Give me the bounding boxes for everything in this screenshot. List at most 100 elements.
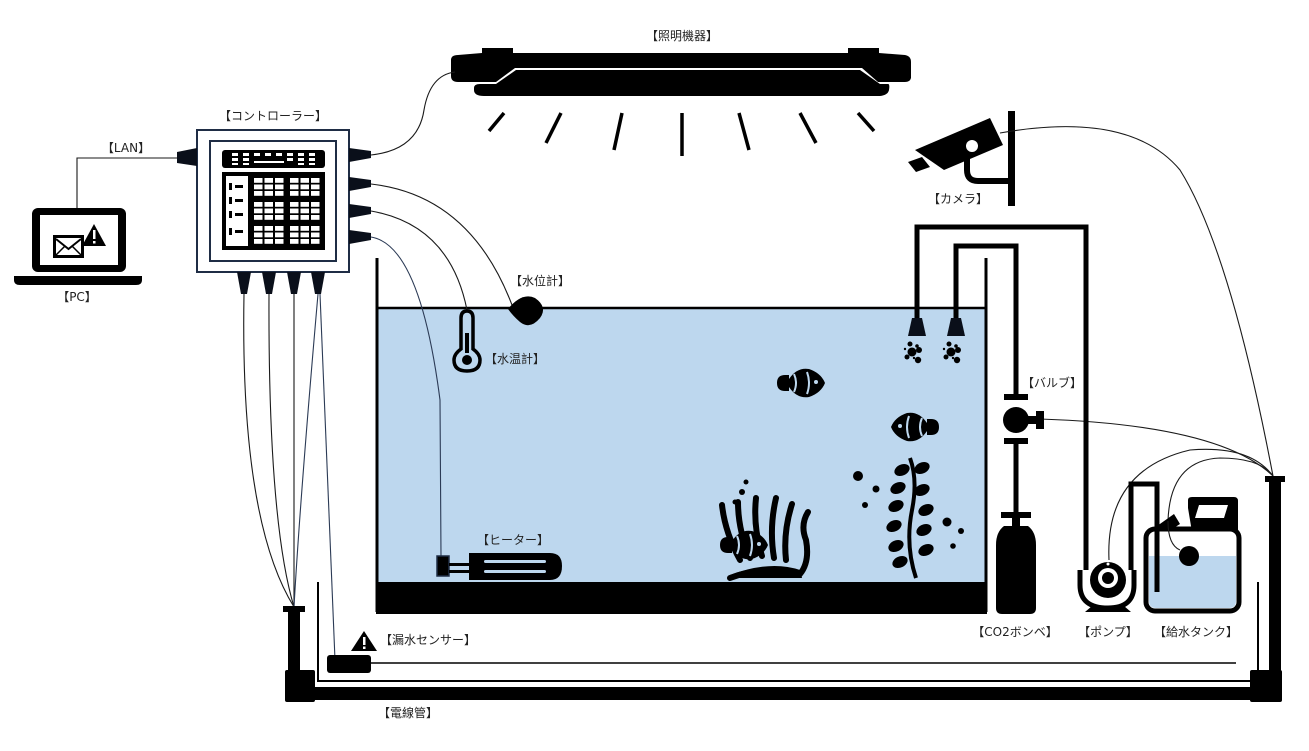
bubble: [732, 499, 738, 505]
bubble: [954, 344, 958, 348]
camera-arm: [964, 158, 1010, 184]
leak-sensor: 【漏水センサー】: [327, 631, 1236, 673]
mail-alert-icon: [53, 224, 106, 258]
wire-to-water-level: [370, 183, 513, 306]
wire-camera-to-conduit: [999, 126, 1274, 477]
conduit-right-riser: [1269, 482, 1281, 692]
warning-dot: [363, 646, 366, 649]
security-camera: 【カメラ】: [908, 111, 1015, 206]
conduit-right-cap: [1265, 476, 1285, 482]
valve: 【バルブ】: [1003, 375, 1082, 444]
bubble: [915, 344, 919, 348]
bubble: [958, 528, 964, 534]
wire-bottom-4: [293, 293, 319, 608]
valve-flange-bottom: [1004, 438, 1028, 444]
bubble: [739, 489, 745, 495]
bubble: [942, 517, 952, 527]
tank-water-level: [1149, 556, 1236, 608]
co2-cylinder: 【CO2ボンベ】: [972, 512, 1058, 639]
pump-impeller: [1102, 572, 1114, 584]
wire-bottom-2: [268, 293, 295, 608]
valve-body: [1003, 407, 1029, 433]
bubble: [907, 341, 913, 347]
right-port-2: [349, 177, 371, 191]
wire-bottom-1: [243, 293, 295, 608]
conduit-left-riser: [288, 612, 300, 680]
bubble: [916, 347, 922, 353]
tank-float-wire: [1167, 520, 1181, 551]
bubble: [950, 543, 956, 549]
keypad: [252, 224, 285, 245]
camera-mount-pole: [1008, 111, 1015, 206]
controller-switches: [229, 183, 243, 235]
water-supply-tank-label: 【給水タンク】: [1154, 625, 1238, 639]
bubble: [946, 347, 956, 357]
lan-label: 【LAN】: [102, 141, 150, 155]
conduit-left-cap: [283, 606, 305, 612]
wire-tank-to-conduit: [1167, 457, 1274, 522]
right-port-4: [349, 230, 371, 244]
wire-pump-to-conduit: [1108, 448, 1274, 561]
controller-wires: [243, 71, 1274, 661]
bubble: [862, 502, 868, 508]
heater-rod-bottom: [449, 570, 469, 573]
bubble: [943, 354, 949, 360]
bubble: [872, 485, 880, 493]
lighting-body: [451, 48, 911, 82]
controller-display-segments: [232, 153, 315, 165]
clownfish-icon: [777, 368, 825, 398]
controller: 【コントローラー】: [177, 109, 371, 294]
leak-sensor-icon: [327, 655, 371, 673]
pump-pipe: [914, 224, 1089, 570]
controller-keypads: [252, 176, 321, 245]
lighting-fixture: 【照明機器】: [451, 28, 911, 156]
pump: 【ポンプ】: [1077, 481, 1160, 639]
valve-flange-top: [1004, 394, 1028, 400]
seaweed-leaf: [918, 503, 934, 517]
bottom-port-4: [311, 272, 325, 294]
cylinder-neck: [1012, 518, 1020, 526]
tank-float-sensor: [1179, 546, 1199, 566]
keypad: [288, 200, 321, 221]
clownfish-icon: [891, 412, 939, 442]
pump-outlet-pipe: [1128, 481, 1160, 570]
bottom-port-3: [287, 272, 301, 294]
keypad: [288, 176, 321, 197]
seaweed-leaf: [888, 499, 904, 513]
keypad: [252, 200, 285, 221]
camera-indicator: [966, 140, 978, 152]
bottom-port-2: [262, 272, 276, 294]
right-port-1: [349, 148, 371, 162]
warning-mark: [363, 637, 366, 645]
heater: 【ヒーター】: [436, 533, 562, 580]
pump-label: 【ポンプ】: [1078, 625, 1138, 639]
seaweed-leaf: [892, 555, 908, 569]
wire-valve-to-conduit: [1039, 418, 1274, 477]
pipes: [903, 224, 1089, 570]
lan-cable: [76, 157, 177, 208]
seaweed-icon: [886, 457, 934, 579]
float-sensor-icon: [508, 296, 544, 326]
valve-label: 【バルブ】: [1022, 375, 1082, 390]
heater-label: 【ヒーター】: [477, 533, 549, 547]
co2-pipe: [953, 243, 1019, 398]
seaweed-leaf: [914, 483, 930, 497]
bubble: [946, 341, 952, 347]
bubble: [942, 347, 946, 351]
bubble: [955, 347, 961, 353]
thermometer-bulb: [462, 355, 472, 365]
bubble: [743, 479, 749, 485]
conduit-label: 【電線管】: [378, 705, 438, 720]
camera-lens-hood: [908, 157, 930, 172]
pc: 【LAN】 【PC】: [14, 141, 177, 304]
water-supply-tank: 【給水タンク】: [1143, 497, 1242, 639]
keypad: [288, 224, 321, 245]
wire-to-thermometer: [370, 210, 468, 311]
camera-body: [915, 118, 1003, 170]
bubble: [912, 356, 916, 360]
heater-cap: [436, 555, 450, 577]
tank-base: [376, 582, 987, 614]
conduit-horizontal: [300, 687, 1267, 700]
water-level-label: 【水位計】: [510, 273, 570, 288]
co2-cylinder-label: 【CO2ボンベ】: [972, 625, 1057, 639]
